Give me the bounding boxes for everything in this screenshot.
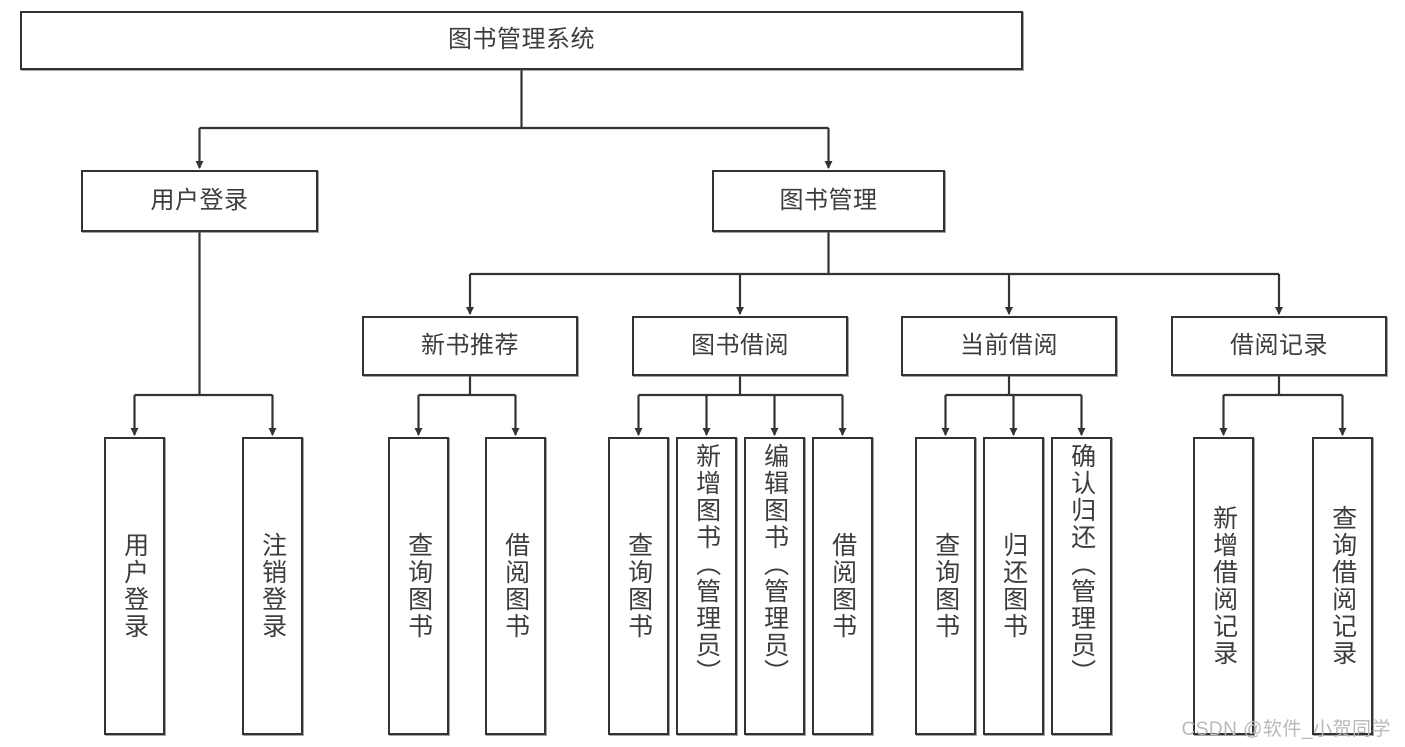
node-borrow-records[interactable]: 借阅记录 (1171, 316, 1387, 376)
leaf-borrow-book-recommendation[interactable]: 借阅图书 (485, 437, 546, 735)
node-label: 编辑图书（管理员） (760, 443, 789, 686)
node-label: 新增图书（管理员） (692, 443, 721, 686)
node-book-management[interactable]: 图书管理 (712, 170, 945, 232)
node-label: 查询图书 (404, 532, 433, 640)
node-user-login[interactable]: 用户登录 (81, 170, 318, 232)
node-label: 借阅图书 (828, 532, 857, 640)
node-label: 归还图书 (999, 532, 1028, 640)
node-label: 查询图书 (624, 532, 653, 640)
node-label: 用户登录 (120, 532, 149, 640)
leaf-query-book-borrowing[interactable]: 查询图书 (608, 437, 669, 735)
node-current-borrowing[interactable]: 当前借阅 (901, 316, 1117, 376)
csdn-watermark: CSDN @软件_小贺同学 (1181, 719, 1391, 740)
leaf-query-book-current[interactable]: 查询图书 (915, 437, 976, 735)
node-label: 图书管理系统 (448, 26, 595, 54)
node-label: 注销登录 (258, 532, 287, 640)
node-label: 图书管理 (779, 186, 878, 214)
leaf-add-book-admin[interactable]: 新增图书（管理员） (676, 437, 737, 735)
node-label: 用户登录 (150, 186, 249, 214)
leaf-return-book[interactable]: 归还图书 (983, 437, 1044, 735)
leaf-edit-book-admin[interactable]: 编辑图书（管理员） (744, 437, 805, 735)
node-label: 新书推荐 (421, 331, 519, 359)
node-label: 借阅记录 (1230, 331, 1328, 359)
node-book-borrowing[interactable]: 图书借阅 (632, 316, 848, 376)
node-label: 新增借阅记录 (1209, 505, 1238, 667)
node-label: 查询借阅记录 (1328, 505, 1357, 667)
leaf-borrow-book[interactable]: 借阅图书 (812, 437, 873, 735)
leaf-confirm-return-admin[interactable]: 确认归还（管理员） (1051, 437, 1112, 735)
node-label: 查询图书 (931, 532, 960, 640)
node-label: 当前借阅 (960, 331, 1058, 359)
leaf-query-borrow-record[interactable]: 查询借阅记录 (1312, 437, 1373, 735)
leaf-query-book-recommendation[interactable]: 查询图书 (388, 437, 449, 735)
node-label: 确认归还（管理员） (1067, 443, 1096, 686)
leaf-user-login[interactable]: 用户登录 (104, 437, 165, 735)
node-label: 借阅图书 (501, 532, 530, 640)
node-book-management-system[interactable]: 图书管理系统 (20, 11, 1023, 70)
leaf-add-borrow-record[interactable]: 新增借阅记录 (1193, 437, 1254, 735)
node-label: 图书借阅 (691, 331, 789, 359)
leaf-logout[interactable]: 注销登录 (242, 437, 303, 735)
node-new-book-recommendation[interactable]: 新书推荐 (362, 316, 578, 376)
